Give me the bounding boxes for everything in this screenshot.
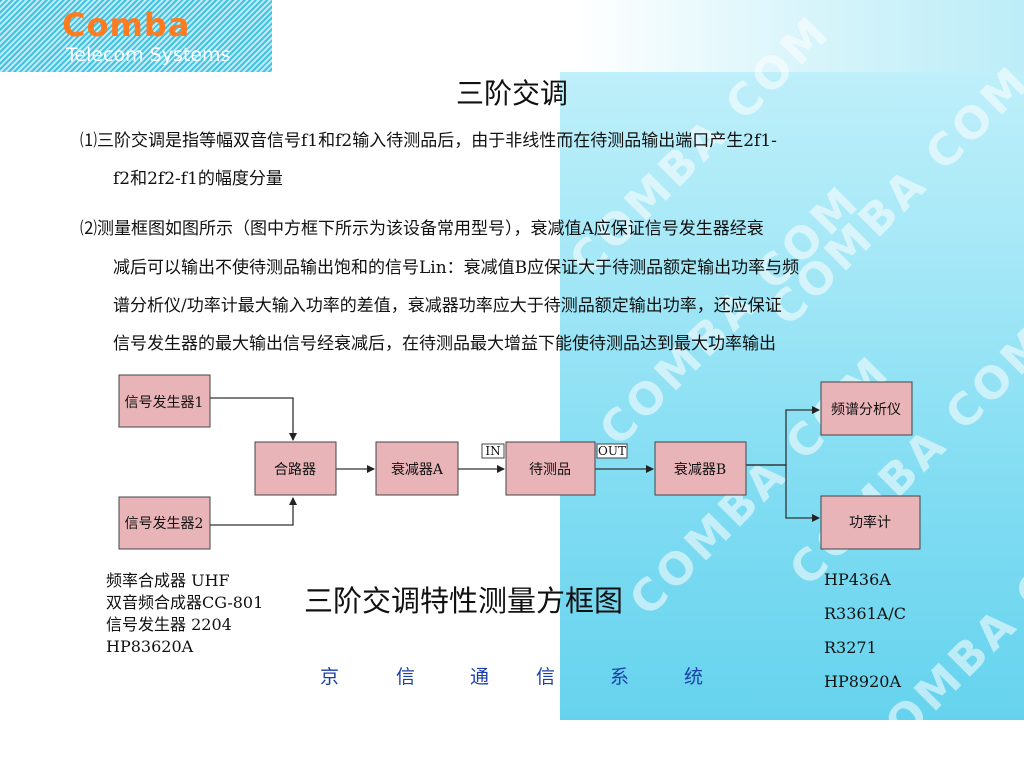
company-char: 信 [536, 666, 556, 688]
connector-gen2-combiner [210, 497, 297, 526]
model-item: R3271 [824, 638, 877, 657]
model-item: 信号发生器 2204 [106, 615, 232, 634]
dut-in-label: IN [485, 444, 500, 458]
source-models-list: 频率合成器 UHF 双音频合成器CG-801 信号发生器 2204 HP8362… [106, 570, 263, 658]
dut-in-tag [481, 443, 505, 459]
attenuator-a-box [375, 441, 459, 496]
company-char: 统 [684, 666, 704, 688]
combiner-label: 合路器 [274, 462, 316, 478]
slide-title: 三阶交调 [455, 77, 568, 110]
power-meter-label: 功率计 [849, 514, 891, 531]
signal-generator-2-label: 信号发生器2 [125, 516, 204, 532]
dut-box [505, 441, 596, 496]
company-char: 系 [610, 666, 630, 688]
logo-brand: Comba [62, 6, 191, 44]
attenuator-b-box [654, 441, 747, 496]
paragraph-2: ⑵测量框图如图所示（图中方框下所示为该设备常用型号），衰减值A应保证信号发生器经… [80, 221, 980, 361]
signal-generator-2-box [118, 496, 211, 550]
company-char: 京 [320, 666, 340, 688]
company-char: 信 [396, 666, 416, 688]
connector-gen1-combiner [210, 397, 297, 441]
connector-to-power-meter [746, 464, 820, 522]
power-meter-box [820, 495, 921, 550]
spectrum-analyzer-label: 频谱分析仪 [831, 402, 901, 418]
logo-subtitle: Telecom Systems [66, 44, 231, 66]
model-item: 频率合成器 UHF [106, 571, 230, 590]
diagram-boxes: 信号发生器1 信号发生器2 合路器 衰减器A 待测品 IN OUT 衰减器B 频… [118, 374, 921, 550]
company-char: 通 [470, 666, 490, 688]
model-item: 双音频合成器CG-801 [106, 593, 264, 612]
paragraph-line: 信号发生器的最大输出信号经衰减后，在待测品最大增益下能使待测品达到最大功率输出 [113, 334, 776, 354]
model-item: HP8920A [824, 672, 901, 691]
dut-out-label: OUT [598, 444, 626, 458]
background-panel [560, 0, 1024, 720]
paragraph-line: 减后可以输出不使待测品输出饱和的信号Lin：衰减值B应保证大于待测品额定输出功率… [113, 258, 800, 278]
connectors [210, 397, 820, 526]
paragraph-line: 谱分析仪/功率计最大输入功率的差值，衰减器功率应大于待测品额定输出功率，还应保证 [113, 296, 782, 316]
dut-out-tag [596, 443, 628, 459]
signal-generator-1-box [118, 374, 211, 428]
paragraph-line: ⑵测量框图如图所示（图中方框下所示为该设备常用型号），衰减值A应保证信号发生器经… [80, 219, 764, 239]
paragraph-1: ⑴三阶交调是指等幅双音信号f1和f2输入待测品后，由于非线性而在待测品输出端口产… [80, 133, 980, 193]
dut-label: 待测品 [529, 462, 571, 478]
attenuator-a-label: 衰减器A [391, 461, 444, 478]
signal-generator-1-label: 信号发生器1 [125, 395, 204, 411]
model-item: HP436A [824, 570, 891, 589]
diagram-title: 三阶交调特性测量方框图 [304, 584, 624, 618]
attenuator-b-label: 衰减器B [674, 461, 726, 478]
analyzer-models-list: HP436A R3361A/C R3271 HP8920A [824, 563, 906, 699]
model-item: R3361A/C [824, 604, 906, 623]
header-band [272, 0, 1024, 72]
paragraph-line: ⑴三阶交调是指等幅双音信号f1和f2输入待测品后，由于非线性而在待测品输出端口产… [80, 131, 777, 151]
block-diagram: 信号发生器1 信号发生器2 合路器 衰减器A 待测品 IN OUT 衰减器B 频… [118, 374, 921, 550]
spectrum-analyzer-box [820, 381, 913, 436]
model-item: HP83620A [106, 637, 194, 656]
connector-to-spectrum [746, 406, 820, 466]
combiner-box [254, 441, 337, 496]
paragraph-line: f2和2f2-f1的幅度分量 [113, 169, 283, 189]
company-logo: Comba Telecom Systems [0, 0, 272, 72]
